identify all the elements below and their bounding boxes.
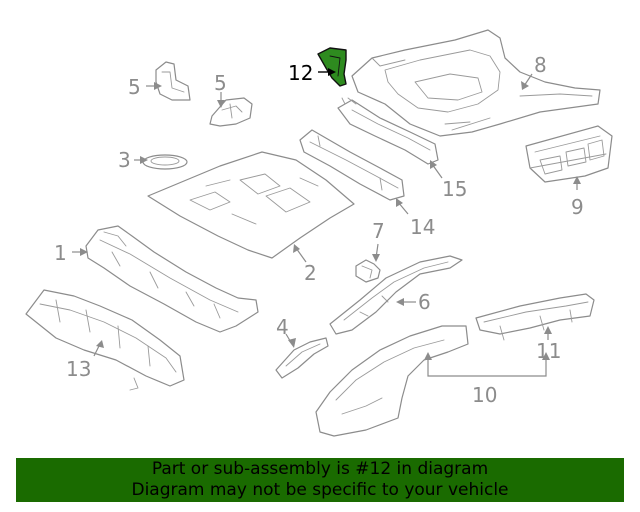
callout-4: 4 — [276, 315, 289, 339]
part-10-wheelhouse[interactable] — [315, 325, 469, 437]
callout-14: 14 — [410, 215, 435, 239]
callout-3: 3 — [118, 148, 131, 172]
callout-5-small: 5 — [214, 71, 227, 95]
callout-10: 10 — [472, 383, 497, 407]
part-14-sill-member[interactable] — [299, 129, 405, 201]
callout-12-highlighted: 12 — [288, 61, 313, 85]
part-3-plug[interactable] — [142, 154, 188, 170]
part-9-rear-panel[interactable] — [525, 125, 613, 183]
callout-7: 7 — [372, 219, 385, 243]
callout-1: 1 — [54, 241, 67, 265]
part-4-brace[interactable] — [275, 337, 329, 379]
banner-line-1: Part or sub-assembly is #12 in diagram — [151, 459, 489, 479]
part-8-rear-floor-pan[interactable] — [351, 29, 601, 137]
part-12-bracket-highlighted[interactable] — [317, 47, 347, 87]
callout-5-left: 5 — [128, 75, 141, 99]
part-5-bracket-left[interactable] — [155, 61, 191, 101]
callout-9: 9 — [571, 195, 584, 219]
callout-15: 15 — [442, 177, 467, 201]
callout-2: 2 — [304, 261, 317, 285]
callout-13: 13 — [66, 357, 91, 381]
part-2-floor-panel[interactable] — [147, 151, 355, 259]
part-15-crossmember[interactable] — [337, 97, 439, 165]
callout-8: 8 — [534, 53, 547, 77]
part-5-bracket-small[interactable] — [209, 97, 253, 127]
banner-line-2: Diagram may not be specific to your vehi… — [131, 480, 509, 500]
callout-11: 11 — [536, 339, 561, 363]
part-7-bracket[interactable] — [355, 259, 381, 283]
part-11-rear-member[interactable] — [475, 293, 595, 341]
part-13-frame-side[interactable] — [25, 289, 185, 391]
callout-6: 6 — [418, 290, 431, 314]
leader-lines — [72, 68, 581, 377]
part-1-floor-crossmember[interactable] — [85, 225, 259, 333]
part-6-side-member[interactable] — [329, 255, 463, 335]
info-banner: Part or sub-assembly is #12 in diagram D… — [16, 458, 624, 502]
